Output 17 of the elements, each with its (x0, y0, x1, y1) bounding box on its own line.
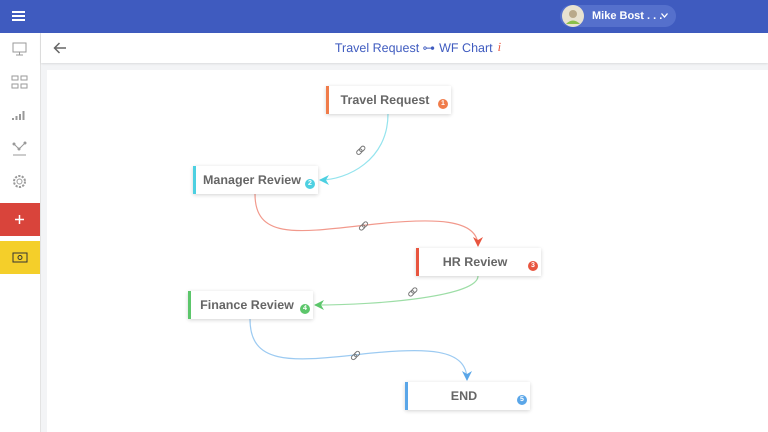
step-title: Travel Request (340, 93, 430, 107)
step-title: Finance Review (199, 298, 295, 312)
step-title: END (450, 389, 478, 403)
arrow (254, 194, 482, 247)
process-box (405, 382, 530, 410)
info-mark: i (498, 40, 502, 55)
step-title: Manager Review (202, 173, 302, 187)
process-box (326, 86, 451, 114)
arrow (314, 276, 479, 310)
step-title: HR Review (442, 255, 508, 269)
page-title: Travel Request ⊶ WF Chart (334, 40, 493, 55)
process-box (416, 248, 541, 276)
arrow (319, 114, 389, 184)
arrow (249, 318, 471, 381)
user-name: Mike Bost . . . (592, 10, 662, 22)
process-box (193, 166, 318, 194)
process-box (188, 291, 313, 319)
